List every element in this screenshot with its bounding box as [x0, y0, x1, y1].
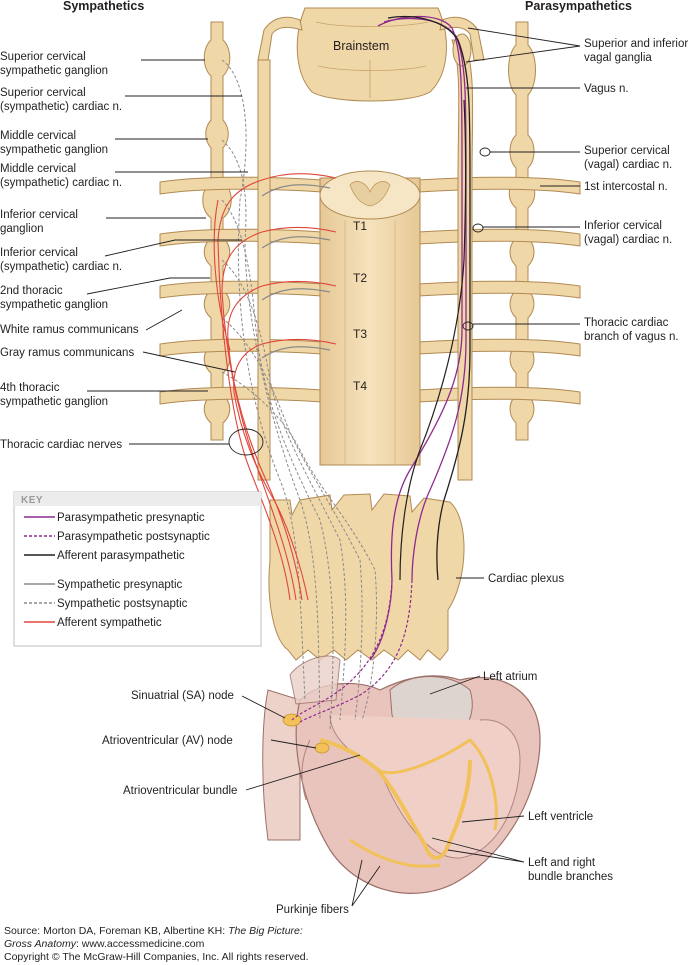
- leader-left-ventricle: [461, 815, 525, 823]
- vagus-trunk: [257, 33, 474, 481]
- label-vagal-ganglia-1: Superior and inferior: [584, 38, 688, 50]
- credit-line-2: Gross Anatomy: www.accessmedicine.com: [4, 938, 204, 950]
- label-thoracic-cardiac-nerves: Thoracic cardiac nerves: [0, 439, 122, 451]
- label-inferior-vagal-cardiac-2: (vagal) cardiac n.: [584, 234, 672, 246]
- leader-left-atrium: [429, 675, 481, 695]
- label-superior-vagal-cardiac-1: Superior cervical: [584, 145, 670, 157]
- label-purkinje-fibers: Purkinje fibers: [276, 904, 349, 916]
- label-middle-cervical-ganglion-2: sympathetic ganglion: [0, 144, 108, 156]
- segment-label-t4: T4: [353, 379, 367, 393]
- sympathetics-header: Sympathetics: [63, 0, 144, 13]
- heart: [262, 655, 541, 894]
- label-vagus-nerve: Vagus n.: [584, 83, 629, 95]
- label-superior-vagal-cardiac-2: (vagal) cardiac n.: [584, 159, 672, 171]
- leader-inferior-cervical-cardiac: [104, 239, 242, 257]
- leader-white-ramus: [145, 309, 183, 331]
- label-white-ramus: White ramus communicans: [0, 324, 139, 336]
- label-4th-thoracic-ganglion-2: sympathetic ganglion: [0, 396, 108, 408]
- label-inferior-vagal-cardiac-1: Inferior cervical: [584, 220, 662, 232]
- legend-header: [14, 492, 261, 506]
- label-bundle-branches-1: Left and right: [528, 857, 596, 869]
- label-vagal-ganglia-2: vagal ganglia: [584, 52, 652, 64]
- afferent-sympathetic-fibers: [213, 173, 337, 601]
- legend-item-label: Afferent parasympathetic: [57, 550, 185, 562]
- label-middle-cervical-cardiac-1: Middle cervical: [0, 163, 76, 175]
- label-superior-cervical-ganglion-2: sympathetic ganglion: [0, 65, 108, 77]
- credit-line-1: Source: Morton DA, Foreman KB, Albertine…: [4, 925, 303, 937]
- legend-item-label: Sympathetic presynaptic: [57, 579, 183, 591]
- leader-2nd-thoracic-ganglion: [86, 277, 210, 295]
- legend-item-label: Parasympathetic postsynaptic: [57, 531, 210, 543]
- legend-item-label: Afferent sympathetic: [57, 617, 162, 629]
- spinal-nerves: [159, 176, 581, 405]
- thoracic-cardiac-nerves-circle: [228, 428, 264, 456]
- leader-purkinje-fibers: [351, 859, 381, 907]
- label-left-atrium: Left atrium: [483, 671, 537, 683]
- brainstem-label: Brainstem: [333, 39, 389, 53]
- credit-book-title: The Big Picture:: [228, 925, 303, 937]
- right-labels: Superior and inferior vagal ganglia Vagu…: [456, 27, 688, 585]
- label-superior-cervical-ganglion-1: Superior cervical: [0, 51, 86, 63]
- leader-gray-ramus: [142, 351, 236, 373]
- credit-source: Source: Morton DA, Foreman KB, Albertine…: [4, 925, 229, 937]
- segment-label-t1: T1: [353, 219, 367, 233]
- label-thoracic-cardiac-branch-1: Thoracic cardiac: [584, 317, 669, 329]
- legend: KEY Parasympathetic presynapticParasympa…: [13, 491, 262, 647]
- legend-title: KEY: [21, 495, 43, 506]
- leader-av-bundle: [245, 754, 361, 791]
- sympathetic-fibers: [221, 59, 378, 731]
- leader-vagal-ganglia: [465, 27, 581, 63]
- heart-labels: Left atrium Sinuatrial (SA) node Atriove…: [102, 671, 613, 916]
- label-gray-ramus: Gray ramus communicans: [0, 347, 134, 359]
- left-labels: Superior cervical sympathetic ganglion S…: [0, 51, 248, 451]
- label-inferior-cervical-cardiac-2: (sympathetic) cardiac n.: [0, 261, 122, 273]
- label-sa-node: Sinuatrial (SA) node: [131, 690, 234, 702]
- label-left-ventricle: Left ventricle: [528, 811, 593, 823]
- legend-items: Parasympathetic presynapticParasympathet…: [24, 512, 210, 629]
- credit-book-subtitle: Gross Anatomy: [4, 938, 76, 950]
- brainstem: [257, 7, 485, 102]
- label-av-node: Atrioventricular (AV) node: [102, 735, 233, 747]
- cardiac-plexus: [268, 493, 465, 661]
- parasympathetics-header: Parasympathetics: [525, 0, 632, 13]
- label-middle-cervical-ganglion-1: Middle cervical: [0, 130, 76, 142]
- label-2nd-thoracic-ganglion-1: 2nd thoracic: [0, 285, 63, 297]
- label-cardiac-plexus: Cardiac plexus: [488, 573, 564, 585]
- label-bundle-branches-2: bundle branches: [528, 871, 613, 883]
- label-superior-cervical-cardiac-2: (sympathetic) cardiac n.: [0, 101, 122, 113]
- label-superior-cervical-cardiac-1: Superior cervical: [0, 87, 86, 99]
- label-1st-intercostal: 1st intercostal n.: [584, 181, 668, 193]
- label-4th-thoracic-ganglion-1: 4th thoracic: [0, 382, 60, 394]
- legend-item-label: Parasympathetic presynaptic: [57, 512, 205, 524]
- segment-label-t2: T2: [353, 271, 367, 285]
- label-inferior-cervical-cardiac-1: Inferior cervical: [0, 247, 78, 259]
- parasympathetic-fibers: [291, 15, 491, 723]
- leader-sa-node: [241, 695, 286, 719]
- label-thoracic-cardiac-branch-2: branch of vagus n.: [584, 331, 679, 343]
- credit-copyright: Copyright © The McGraw-Hill Companies, I…: [4, 951, 309, 963]
- leader-av-node: [270, 739, 317, 749]
- credit-url: : www.accessmedicine.com: [75, 938, 205, 950]
- label-av-bundle: Atrioventricular bundle: [123, 785, 237, 797]
- spinal-cord: [319, 170, 421, 466]
- label-inferior-cervical-ganglion-2: ganglion: [0, 223, 43, 235]
- leader-bundle-branches: [431, 837, 525, 863]
- legend-box: [13, 491, 262, 647]
- label-2nd-thoracic-ganglion-2: sympathetic ganglion: [0, 299, 108, 311]
- segment-label-t3: T3: [353, 327, 367, 341]
- label-inferior-cervical-ganglion-1: Inferior cervical: [0, 209, 78, 221]
- legend-item-label: Sympathetic postsynaptic: [57, 598, 188, 610]
- label-middle-cervical-cardiac-2: (sympathetic) cardiac n.: [0, 177, 122, 189]
